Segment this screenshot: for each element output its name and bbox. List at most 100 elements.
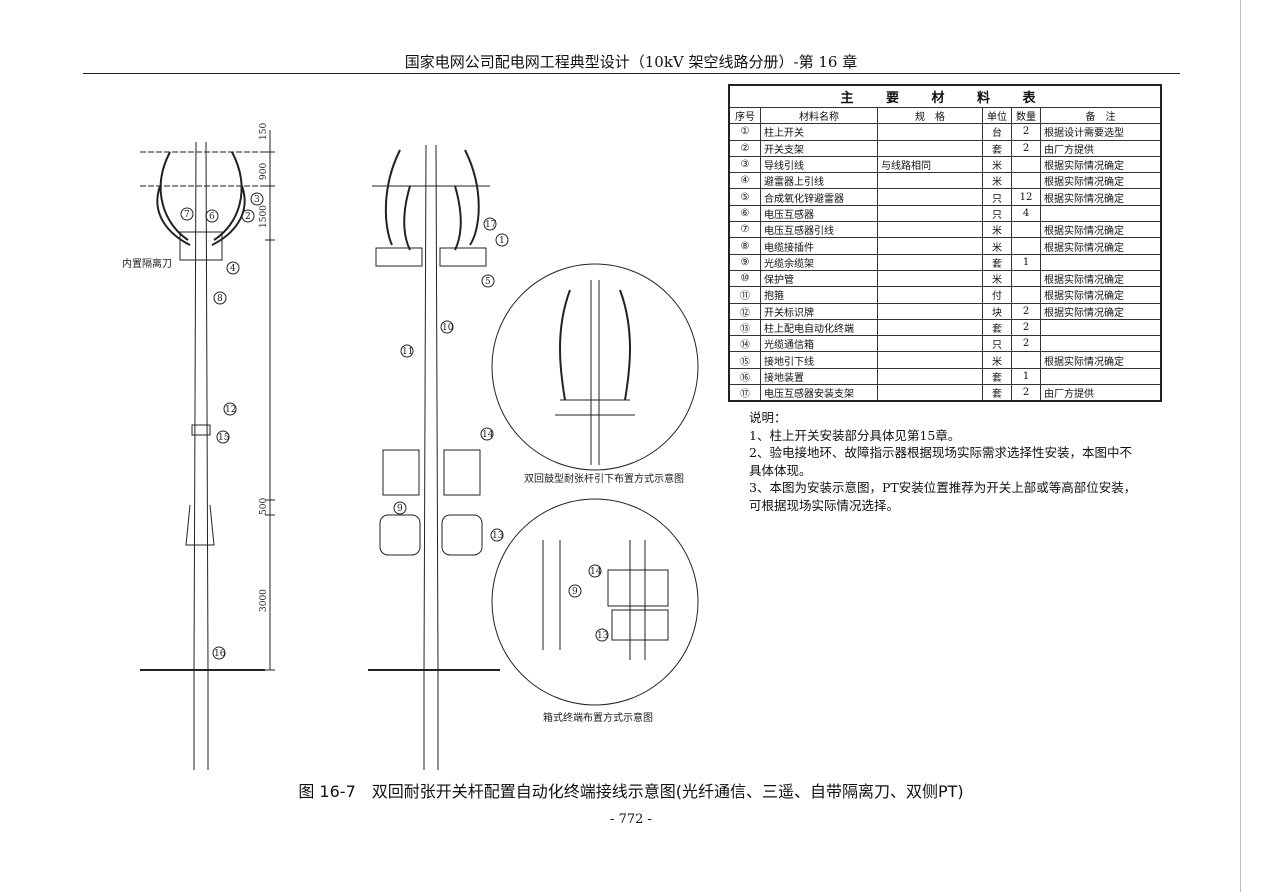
- svg-text:12: 12: [225, 405, 236, 415]
- table-cell: 导线引线: [760, 155, 878, 174]
- svg-text:7: 7: [184, 210, 190, 220]
- table-cell: 柱上开关: [760, 123, 878, 141]
- table-cell: ②: [728, 139, 761, 157]
- table-cell: [1011, 237, 1041, 255]
- dim-150: 150: [259, 123, 269, 140]
- header-rule: [83, 73, 1180, 74]
- table-cell: [877, 123, 983, 141]
- caption-top-detail: 双回鼓型耐张杆引下布置方式示意图: [524, 472, 684, 485]
- page-header: 国家电网公司配电网工程典型设计（10kV 架空线路分册）-第 16 章: [404, 53, 858, 71]
- table-cell: [877, 351, 983, 369]
- table-cell: 电缆接插件: [760, 237, 878, 255]
- table-cell: 只: [982, 188, 1012, 206]
- table-cell: 套: [982, 384, 1012, 402]
- svg-text:9: 9: [397, 504, 403, 514]
- table-cell: [877, 335, 983, 353]
- table-cell: 米: [982, 172, 1012, 190]
- table-cell: 与线路相同: [877, 155, 983, 174]
- table-cell: 接地引下线: [760, 351, 878, 369]
- table-cell: [1011, 221, 1041, 239]
- page-number: - 772 -: [610, 812, 652, 827]
- table-cell: ⑨: [728, 253, 761, 271]
- svg-text:17: 17: [485, 220, 497, 230]
- table-cell: ⑩: [728, 269, 761, 288]
- note-item: 1、柱上开关安装部分具体见第15章。: [749, 427, 961, 443]
- detail-circle-bottom: [491, 498, 699, 706]
- table-cell: [1040, 253, 1162, 271]
- svg-text:14: 14: [590, 567, 602, 577]
- table-cell: 避雷器上引线: [760, 172, 878, 190]
- table-cell: 米: [982, 237, 1012, 255]
- table-cell: [877, 253, 983, 271]
- svg-text:11: 11: [402, 347, 413, 357]
- table-cell: 套: [982, 367, 1012, 386]
- table-cell: [877, 172, 983, 190]
- table-cell: 电压互感器安装支架: [760, 384, 878, 402]
- table-cell: 米: [982, 155, 1012, 174]
- table-cell: 根据实际情况确定: [1040, 188, 1162, 206]
- table-cell: 2: [1011, 384, 1041, 402]
- svg-text:8: 8: [217, 294, 223, 304]
- table-cell: ③: [728, 155, 761, 174]
- table-cell: 2: [1011, 139, 1041, 157]
- svg-text:4: 4: [230, 264, 236, 274]
- table-cell: 电压互感器: [760, 204, 878, 223]
- svg-text:6: 6: [209, 212, 215, 222]
- table-cell: 12: [1011, 188, 1041, 206]
- table-cell: ⑭: [728, 335, 761, 353]
- table-cell: 根据实际情况确定: [1040, 221, 1162, 239]
- col-header: 备 注: [1040, 106, 1162, 125]
- left-pole-elevation: [140, 130, 275, 770]
- table-cell: 根据实际情况确定: [1040, 172, 1162, 190]
- table-cell: ⑫: [728, 302, 761, 320]
- table-cell: [877, 318, 983, 337]
- table-cell: 米: [982, 351, 1012, 369]
- table-cell: [877, 302, 983, 320]
- page-edge: [1240, 0, 1241, 892]
- svg-text:15: 15: [218, 433, 230, 443]
- table-cell: 1: [1011, 253, 1041, 271]
- table-cell: [1040, 318, 1162, 337]
- table-cell: 根据实际情况确定: [1040, 351, 1162, 369]
- notes: 说明： 1、柱上开关安装部分具体见第15章。 2、验电接地环、故障指示器根据现场…: [749, 409, 1144, 514]
- table-cell: 套: [982, 318, 1012, 337]
- table-cell: [1040, 335, 1162, 353]
- table-cell: [1011, 286, 1041, 304]
- table-cell: 套: [982, 253, 1012, 271]
- figure-caption: 图 16-7 双回耐张开关杆配置自动化终端接线示意图(光纤通信、三遥、自带隔离刀…: [298, 782, 964, 801]
- table-cell: 接地装置: [760, 367, 878, 386]
- table-cell: [1011, 269, 1041, 288]
- detail-circle-top: [491, 263, 699, 471]
- table-cell: [877, 188, 983, 206]
- note-item: 2、验电接地环、故障指示器根据现场实际需求选择性安装，本图中不具体体现。: [749, 445, 1132, 478]
- svg-text:9: 9: [572, 587, 578, 597]
- svg-text:13: 13: [492, 531, 504, 541]
- col-header: 单位: [982, 106, 1012, 125]
- table-cell: [877, 269, 983, 288]
- table-cell: [877, 237, 983, 255]
- table-cell: 台: [982, 123, 1012, 141]
- table-cell: 2: [1011, 302, 1041, 320]
- table-cell: [1040, 204, 1162, 223]
- table-cell: 4: [1011, 204, 1041, 223]
- table-cell: 块: [982, 302, 1012, 320]
- table-cell: 套: [982, 139, 1012, 157]
- svg-text:14: 14: [482, 430, 494, 440]
- table-cell: 2: [1011, 318, 1041, 337]
- table-cell: ⑰: [728, 384, 761, 402]
- table-title: 主 要 材 料 表: [728, 84, 1162, 108]
- isolator-label: 内置隔离刀: [122, 257, 172, 270]
- col-header: 规 格: [877, 106, 983, 125]
